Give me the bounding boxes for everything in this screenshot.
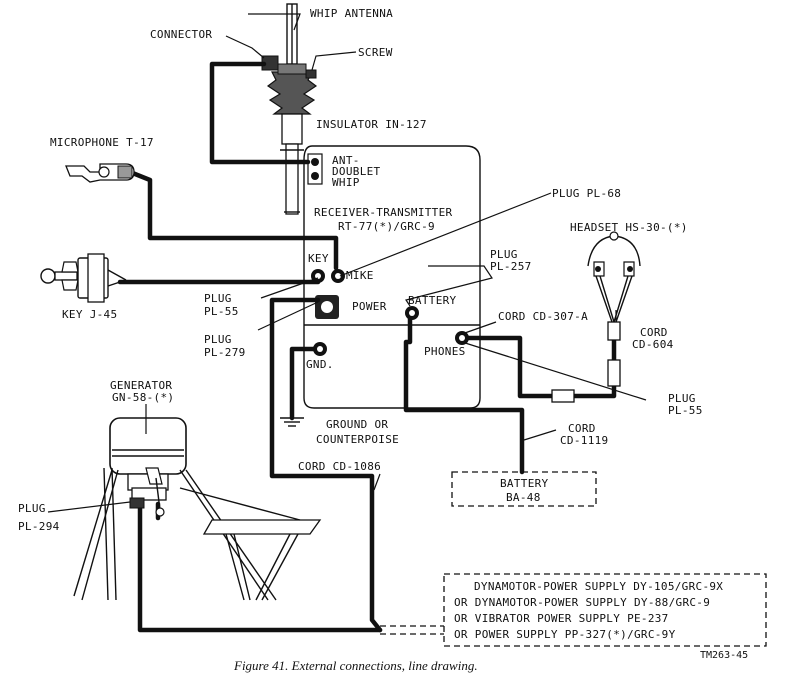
label-ant: ANT- [332,154,360,167]
label-doublet: DOUBLET [332,165,381,178]
label-cord-cd1119-a: CORD [568,422,596,435]
microphone [65,163,135,183]
label-supply-1: DYNAMOTOR-POWER SUPPLY DY-105/GRC-9X [474,580,723,593]
label-plug-pl257-b: PL-257 [490,260,532,273]
label-plug-pl55-left-b: PL-55 [204,305,239,318]
power-supply-box [443,573,767,647]
label-ground-b: COUNTERPOISE [316,433,399,446]
label-phones-panel: PHONES [424,345,466,358]
cables [117,61,617,633]
label-cord-cd1086: CORD CD-1086 [298,460,381,473]
panel-jacks [311,269,469,356]
label-headset: HEADSET HS-30-(*) [570,221,688,234]
doublet-terminal [311,172,319,180]
telegraph-key [40,253,127,303]
label-gnd-panel: GND. [306,358,334,371]
label-plug-pl257-a: PLUG [490,248,518,261]
headset [587,231,641,323]
label-generator-a: GENERATOR [110,379,172,392]
figure-caption: Figure 41. External connections, line dr… [233,658,478,673]
reference-code: TM263-45 [700,650,748,661]
label-plug-pl279-b: PL-279 [204,346,246,359]
label-key-j45: KEY J-45 [62,308,117,321]
label-ground-a: GROUND OR [326,418,388,431]
labels: WHIP ANTENNA CONNECTOR SCREW INSULATOR I… [18,7,748,673]
label-rt-line1: RECEIVER-TRANSMITTER [314,206,453,219]
label-plug-pl294-b: PL-294 [18,520,60,533]
label-plug-pl55-right-a: PLUG [668,392,696,405]
label-whip: WHIP [332,176,360,189]
label-battery-panel: BATTERY [408,294,457,307]
label-key-panel: KEY [308,252,329,265]
insulator [266,71,318,115]
label-plug-pl55-left-a: PLUG [204,292,232,305]
ant-terminal [311,158,319,166]
label-whip-antenna: WHIP ANTENNA [310,7,393,20]
cord-fittings [551,321,621,403]
battery-box [451,471,597,507]
label-supply-4: OR POWER SUPPLY PP-327(*)/GRC-9Y [454,628,676,641]
label-mike-panel: MIKE [346,269,374,282]
label-plug-pl279-a: PLUG [204,333,232,346]
leader-lines [47,13,647,513]
label-power-panel: POWER [352,300,387,313]
label-microphone: MICROPHONE T-17 [50,136,154,149]
label-cord-cd307: CORD CD-307-A [498,310,588,323]
label-battery-box-a: BATTERY [500,477,549,490]
label-supply-3: OR VIBRATOR POWER SUPPLY PE-237 [454,612,669,625]
label-plug-pl55-right-b: PL-55 [668,404,703,417]
label-rt-line2: RT-77(*)/GRC-9 [338,220,435,233]
antenna-assembly [261,3,323,215]
label-battery-box-b: BA-48 [506,491,541,504]
label-cord-cd604-a: CORD [640,326,668,339]
label-plug-pl68: PLUG PL-68 [552,187,621,200]
label-plug-pl294-a: PLUG [18,502,46,515]
label-cord-cd1119-b: CD-1119 [560,434,608,447]
label-supply-2: OR DYNAMOTOR-POWER SUPPLY DY-88/GRC-9 [454,596,710,609]
label-connector: CONNECTOR [150,28,212,41]
label-cord-cd604-b: CD-604 [632,338,674,351]
screw [305,69,317,79]
generator [73,417,322,601]
label-screw: SCREW [358,46,393,59]
ground-symbol [280,417,304,427]
label-generator-b: GN-58-(*) [112,391,174,404]
label-insulator: INSULATOR IN-127 [316,118,427,131]
